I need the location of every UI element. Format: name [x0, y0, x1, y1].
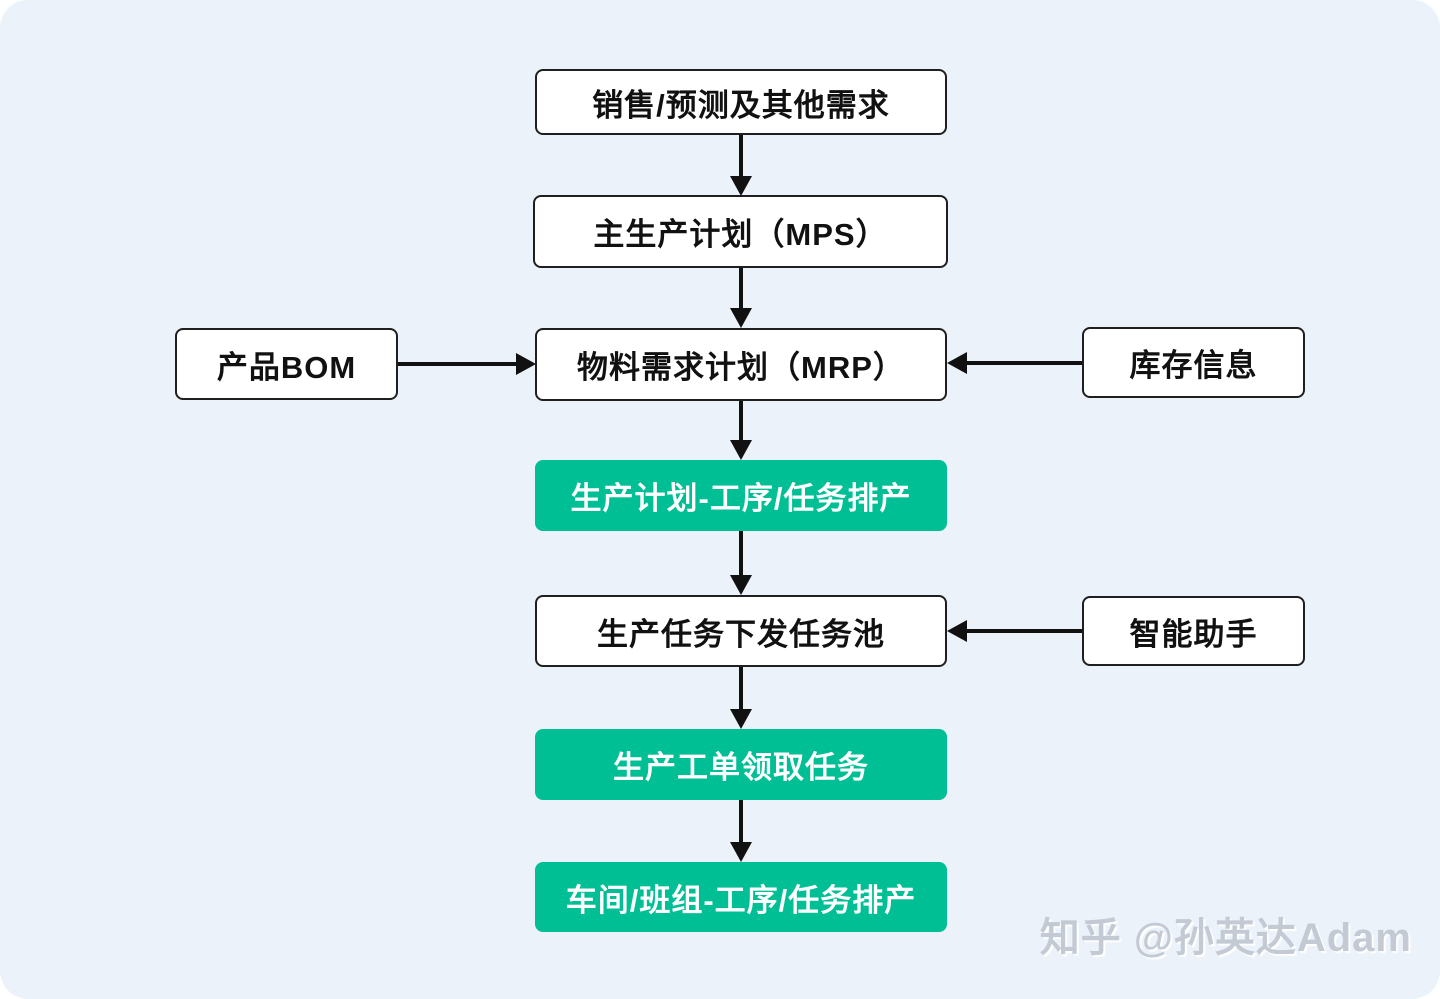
node-smart-assistant-label: 智能助手 [1129, 616, 1258, 652]
node-plan-schedule-label: 生产计划-工序/任务排产 [570, 481, 912, 516]
node-work-order-label: 生产工单领取任务 [613, 750, 869, 785]
node-inventory-info: 库存信息 [1082, 327, 1305, 398]
node-work-order: 生产工单领取任务 [535, 729, 947, 800]
arrow-plan-schedule-to-task-pool [730, 531, 752, 595]
arrow-bom-to-mrp [398, 353, 536, 375]
node-workshop-schedule-label: 车间/班组-工序/任务排产 [565, 882, 917, 918]
node-task-pool: 生产任务下发任务池 [535, 595, 947, 667]
node-mps-label: 主生产计划（MPS） [593, 217, 888, 252]
node-mps: 主生产计划（MPS） [533, 195, 948, 268]
node-sales-forecast: 销售/预测及其他需求 [535, 69, 947, 135]
node-sales-forecast-label: 销售/预测及其他需求 [592, 87, 890, 123]
arrow-assistant-to-task-pool [947, 620, 1082, 642]
node-inventory-info-label: 库存信息 [1129, 348, 1258, 383]
node-workshop-schedule: 车间/班组-工序/任务排产 [535, 862, 947, 932]
arrow-work-order-to-workshop-schedule [730, 800, 752, 862]
node-plan-schedule: 生产计划-工序/任务排产 [535, 460, 947, 531]
node-smart-assistant: 智能助手 [1082, 596, 1305, 666]
arrow-sales-to-mps [730, 135, 752, 196]
arrow-mps-to-mrp [730, 268, 752, 328]
arrow-inventory-to-mrp [947, 352, 1082, 374]
node-mrp-label: 物料需求计划（MRP） [577, 350, 905, 385]
watermark: 知乎 @孙英达Adam [1039, 916, 1412, 960]
arrow-mrp-to-plan-schedule [730, 401, 752, 460]
arrow-task-pool-to-work-order [730, 667, 752, 729]
node-product-bom-label: 产品BOM [216, 349, 357, 385]
node-product-bom: 产品BOM [175, 328, 398, 400]
node-mrp: 物料需求计划（MRP） [535, 328, 947, 401]
node-task-pool-label: 生产任务下发任务池 [597, 616, 885, 652]
